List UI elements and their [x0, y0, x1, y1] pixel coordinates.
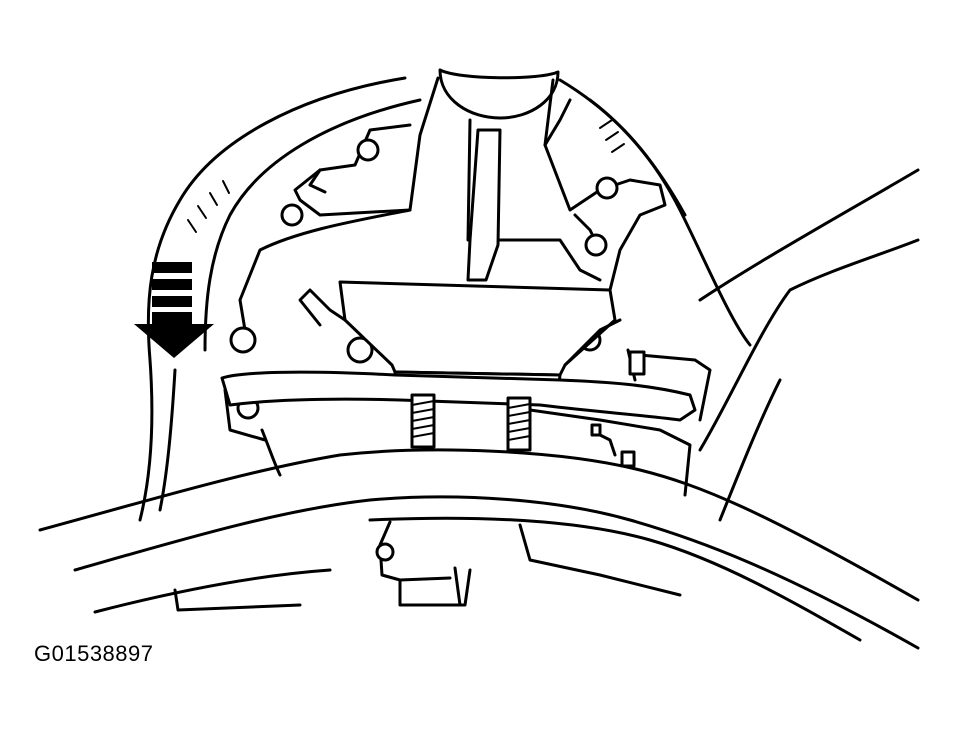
figure-id-label: G01538897 — [34, 641, 154, 666]
housing-bolts — [229, 138, 619, 420]
lower-bracket — [173, 520, 682, 612]
down-arrow-icon — [134, 262, 214, 358]
floor-tunnel-right — [558, 78, 920, 522]
transmission-housing — [238, 68, 667, 332]
crossmember-plate — [220, 348, 712, 442]
mount-studs — [410, 393, 532, 452]
floor-tunnel-left — [138, 76, 422, 522]
frame-crossmember — [38, 448, 920, 650]
transmission-pan — [260, 408, 692, 497]
